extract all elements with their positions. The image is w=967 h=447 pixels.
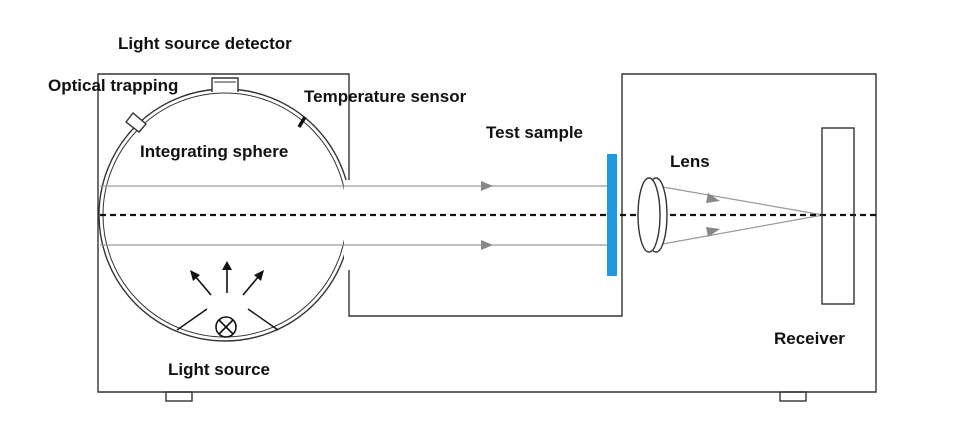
label-temperature-sensor: Temperature sensor (304, 87, 467, 106)
sphere-port-gap (344, 180, 352, 270)
ray-lower-converging (656, 214, 824, 246)
label-receiver: Receiver (774, 329, 845, 348)
temperature-sensor-mark (297, 116, 307, 128)
emission-arrow-right-head (254, 270, 264, 281)
housing-foot-right (779, 391, 807, 402)
lens-front (637, 177, 661, 253)
emission-arrow-left-head (190, 270, 200, 281)
lamp-diffuser-left (176, 308, 208, 331)
label-optical-trapping: Optical trapping (48, 76, 178, 95)
ray-upper-converging (656, 185, 824, 216)
ray-upper-arrowhead (706, 193, 720, 203)
optical-trap-port (125, 111, 147, 133)
test-sample (607, 154, 617, 276)
lamp-icon (215, 316, 237, 338)
lamp-diffuser-right (247, 308, 279, 331)
receiver (821, 127, 855, 305)
emission-arrow-center-head (222, 261, 232, 270)
emission-arrow-right (242, 275, 260, 296)
beam-upper-arrowhead (481, 181, 493, 191)
housing-foot-left (165, 391, 193, 402)
housing-outline (97, 73, 877, 393)
label-test-sample: Test sample (486, 123, 583, 142)
label-light-source-detector: Light source detector (118, 34, 292, 53)
label-integrating-sphere: Integrating sphere (140, 142, 288, 161)
beam-lower-arrowhead (481, 240, 493, 250)
label-lens: Lens (670, 152, 710, 171)
label-light-source: Light source (168, 360, 270, 379)
emission-arrow-left (194, 275, 212, 296)
detector-port (211, 77, 239, 92)
ray-lower-arrowhead (706, 227, 720, 237)
